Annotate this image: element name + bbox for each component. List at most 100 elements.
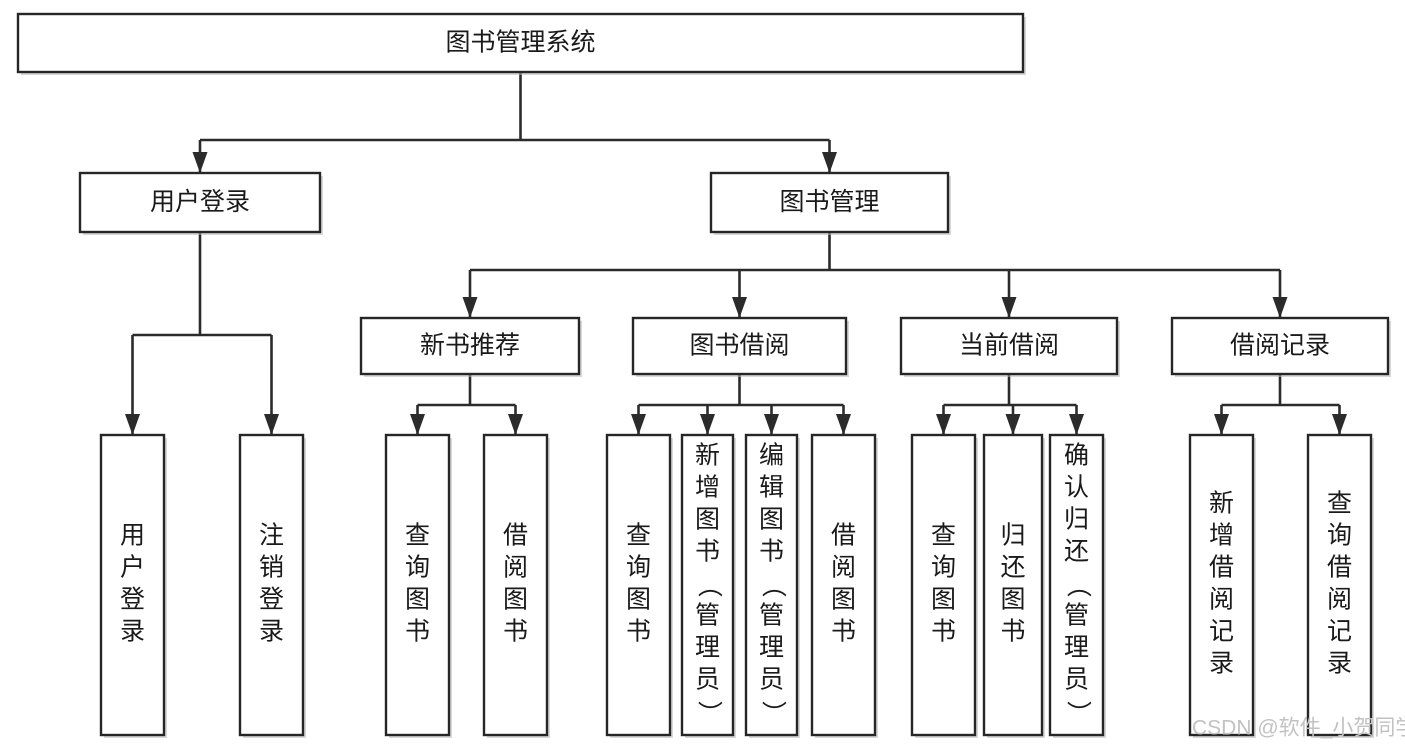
svg-text:书: 书: [503, 618, 528, 646]
svg-text:户: 户: [120, 554, 145, 582]
node-leaf-return-book-rect[interactable]: [982, 433, 1044, 737]
root-to-level2-arrow-1: [822, 152, 837, 173]
svg-text:书: 书: [759, 538, 784, 566]
watermark-label: CSDN @软件_小贺同学: [1192, 717, 1405, 740]
svg-text:录: 录: [120, 618, 145, 646]
node-book-borrow[interactable]: 图书借阅: [631, 316, 849, 377]
svg-text:）: ）: [1064, 700, 1092, 725]
node-leaf-confirm-return-rect[interactable]: [1048, 433, 1105, 737]
svg-text:阅: 阅: [503, 554, 528, 582]
node-user-login-label: 用户登录: [150, 188, 250, 216]
node-leaf-user-login-label: 用户登录: [120, 522, 145, 646]
connectors-layer: [125, 72, 1347, 435]
svg-text:书: 书: [405, 618, 430, 646]
svg-text:阅: 阅: [1209, 586, 1234, 614]
node-book-management[interactable]: 图书管理: [709, 171, 951, 235]
userlogin-to-leaves-arrow-0: [125, 414, 140, 435]
svg-text:登: 登: [120, 586, 145, 614]
svg-text:理: 理: [759, 634, 784, 662]
svg-text:增: 增: [1209, 522, 1234, 550]
node-root-book-management-system[interactable]: 图书管理系统: [16, 12, 1026, 75]
node-leaf-user-login[interactable]: 用户登录: [99, 433, 167, 738]
svg-text:管: 管: [695, 602, 720, 630]
svg-text:增: 增: [695, 474, 720, 502]
svg-text:（: （: [1064, 572, 1092, 597]
svg-text:记: 记: [1209, 618, 1234, 646]
svg-text:借: 借: [503, 522, 528, 550]
level3-2-to-leaves-arrow-2: [1069, 414, 1084, 435]
node-leaf-query-book-1-rect[interactable]: [384, 433, 451, 737]
node-leaf-add-book-rect[interactable]: [680, 433, 735, 737]
node-root-book-management-system-rect[interactable]: [16, 12, 1025, 74]
node-leaf-user-login-rect[interactable]: [99, 433, 166, 737]
svg-text:图: 图: [1000, 586, 1025, 614]
svg-text:借: 借: [831, 522, 856, 550]
node-leaf-query-record-rect[interactable]: [1306, 433, 1373, 737]
node-leaf-query-book-3-rect[interactable]: [910, 433, 977, 737]
svg-text:查: 查: [1327, 490, 1352, 518]
level3-3-to-leaves-arrow-1: [1332, 414, 1347, 435]
svg-text:（: （: [759, 572, 787, 597]
node-borrow-record-rect[interactable]: [1170, 316, 1390, 376]
svg-text:图: 图: [405, 586, 430, 614]
svg-text:图: 图: [759, 506, 784, 534]
bookmanage-to-level3-arrow-3: [1272, 297, 1288, 318]
node-new-book-recommend-label: 新书推荐: [420, 332, 520, 360]
svg-text:员: 员: [1064, 666, 1089, 694]
level3-2-to-leaves-arrow-0: [936, 414, 951, 435]
svg-text:（: （: [695, 572, 723, 597]
node-leaf-logout-rect[interactable]: [238, 433, 305, 737]
svg-text:询: 询: [1327, 522, 1352, 550]
svg-text:辑: 辑: [759, 474, 784, 502]
svg-text:理: 理: [695, 634, 720, 662]
level3-1-to-leaves-arrow-0: [631, 414, 646, 435]
node-leaf-add-record-rect[interactable]: [1188, 433, 1255, 737]
node-leaf-query-book-2-rect[interactable]: [605, 433, 672, 737]
svg-text:）: ）: [695, 700, 723, 725]
level3-1-to-leaves-arrow-3: [836, 414, 851, 435]
node-new-book-recommend[interactable]: 新书推荐: [359, 316, 582, 377]
node-current-borrow-rect[interactable]: [899, 316, 1119, 376]
svg-text:书: 书: [831, 618, 856, 646]
svg-text:借: 借: [1209, 554, 1234, 582]
node-user-login-rect[interactable]: [78, 171, 322, 234]
svg-text:还: 还: [1000, 554, 1025, 582]
node-new-book-recommend-rect[interactable]: [359, 316, 581, 376]
node-book-borrow-rect[interactable]: [631, 316, 848, 376]
nodes-layer: 图书管理系统用户登录图书管理新书推荐图书借阅当前借阅借阅记录用户登录注销登录查询…: [16, 12, 1391, 738]
svg-text:查: 查: [931, 522, 956, 550]
level3-0-to-leaves-arrow-0: [410, 414, 425, 435]
node-leaf-borrow-book-1-rect[interactable]: [482, 433, 549, 737]
svg-text:图: 图: [695, 506, 720, 534]
node-book-management-label: 图书管理: [779, 188, 879, 216]
node-borrow-record[interactable]: 借阅记录: [1170, 316, 1391, 377]
svg-text:图: 图: [831, 586, 856, 614]
node-user-login[interactable]: 用户登录: [78, 171, 323, 235]
svg-text:管: 管: [1064, 602, 1089, 630]
svg-text:询: 询: [626, 554, 651, 582]
node-leaf-borrow-book-2-rect[interactable]: [810, 433, 877, 737]
node-book-management-rect[interactable]: [709, 171, 950, 234]
svg-text:员: 员: [695, 666, 720, 694]
node-leaf-edit-book-rect[interactable]: [744, 433, 799, 737]
svg-text:阅: 阅: [831, 554, 856, 582]
node-current-borrow[interactable]: 当前借阅: [899, 316, 1120, 377]
userlogin-to-leaves-arrow-1: [264, 414, 279, 435]
